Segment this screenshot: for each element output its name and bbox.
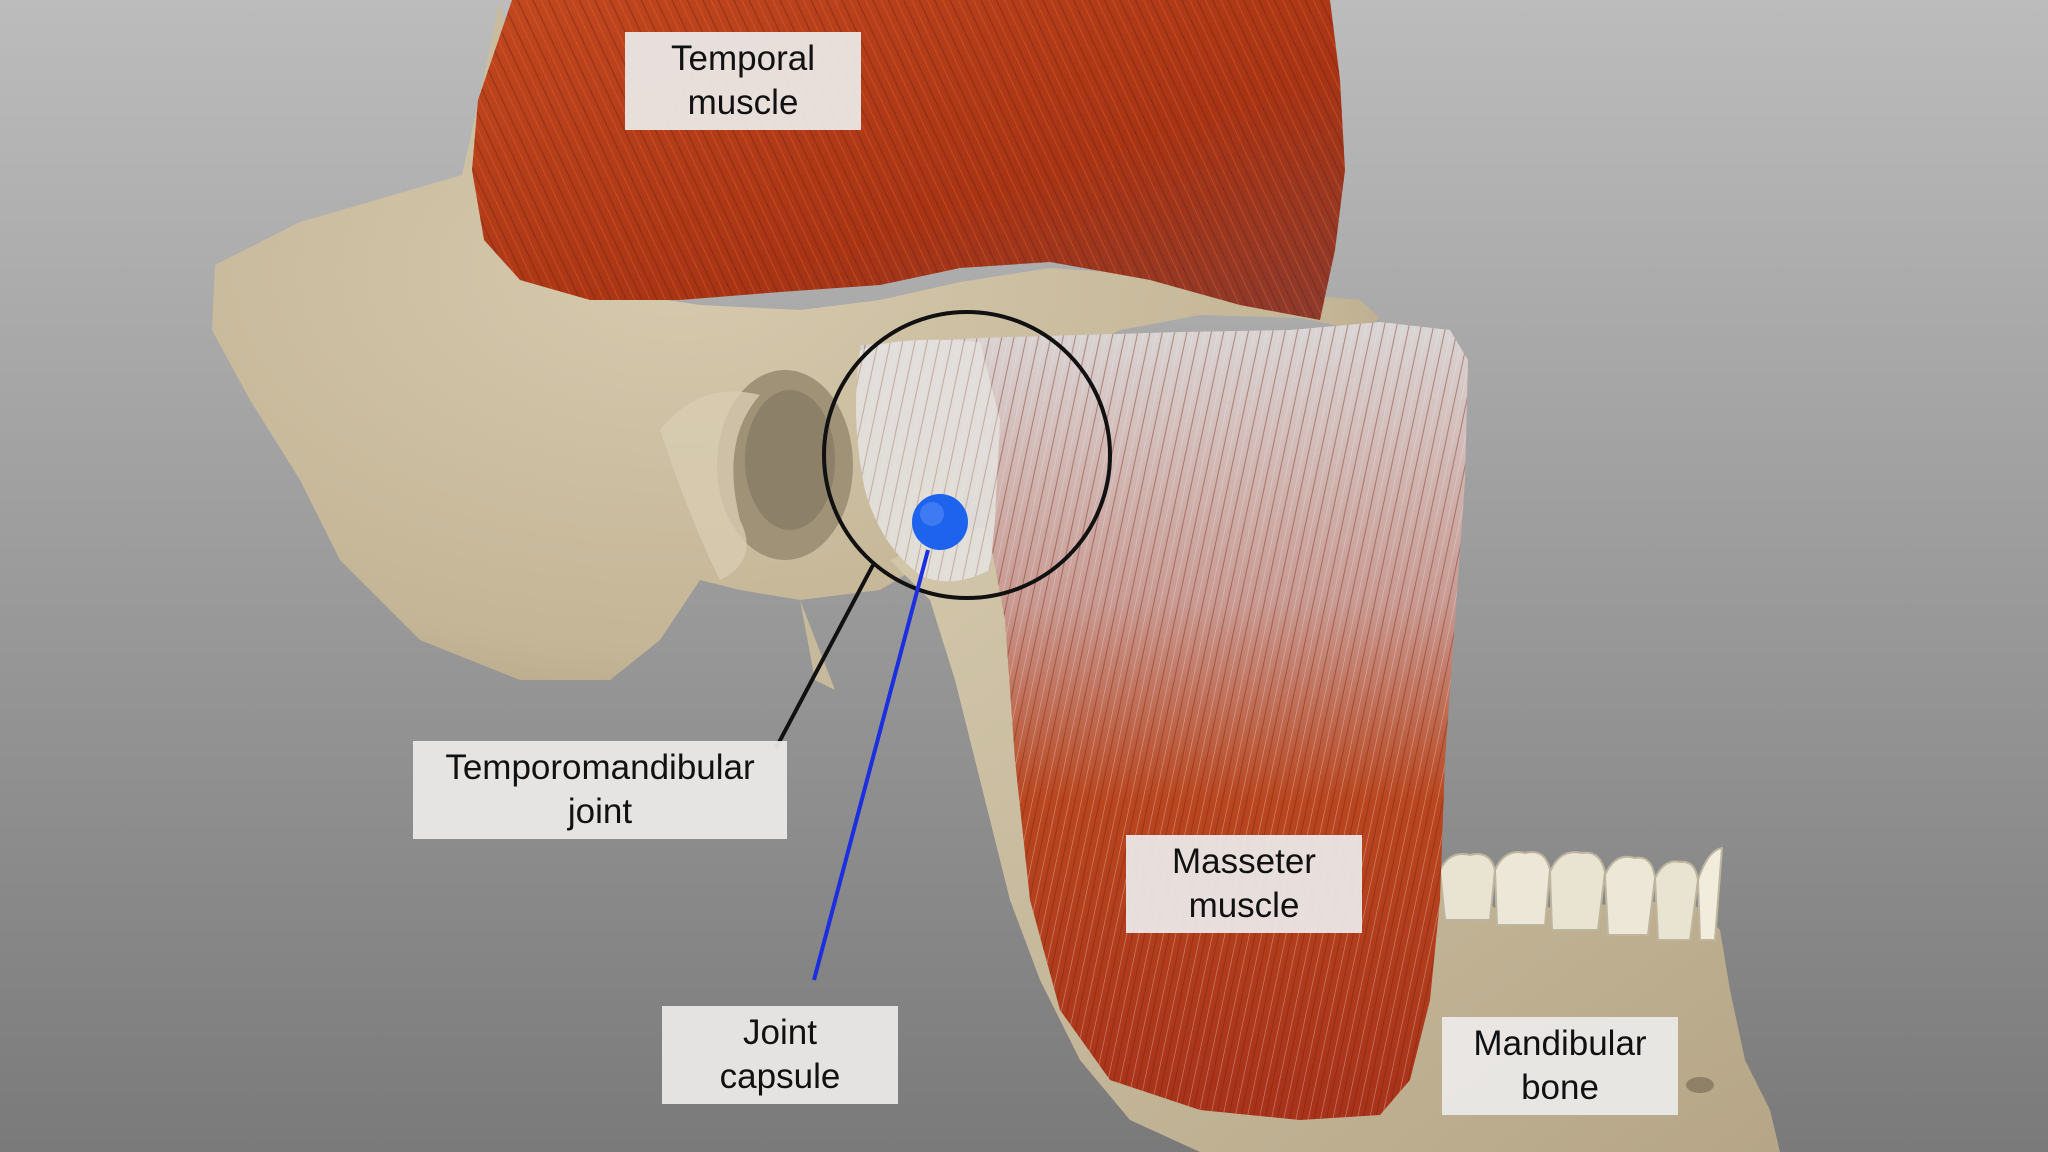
label-masseter-muscle: Masseter muscle: [1126, 835, 1362, 933]
label-tmj-line1: Temporomandibular: [445, 748, 755, 787]
label-temporomandibular-joint: Temporomandibular joint: [413, 741, 787, 839]
label-temporal-line2: muscle: [687, 83, 799, 122]
capsule-leader-line: [812, 549, 930, 981]
label-temporal-line1: Temporal: [671, 39, 815, 78]
label-masseter-line2: muscle: [1188, 886, 1300, 925]
tmj-highlight-circle: [822, 310, 1112, 600]
tmj-leader-line: [774, 564, 875, 749]
label-temporal-muscle: Temporal muscle: [625, 32, 861, 130]
label-mandibular-line1: Mandibular: [1473, 1024, 1647, 1063]
label-capsule-line2: capsule: [719, 1057, 841, 1096]
label-joint-capsule: Joint capsule: [662, 1006, 898, 1104]
label-mandibular-line2: bone: [1521, 1068, 1599, 1107]
label-mandibular-bone: Mandibular bone: [1442, 1017, 1678, 1115]
teeth: [1438, 846, 1724, 941]
styloid-process: [800, 600, 835, 690]
label-masseter-line1: Masseter: [1172, 842, 1316, 881]
label-tmj-line2: joint: [567, 792, 633, 831]
label-capsule-line1: Joint: [743, 1013, 817, 1052]
